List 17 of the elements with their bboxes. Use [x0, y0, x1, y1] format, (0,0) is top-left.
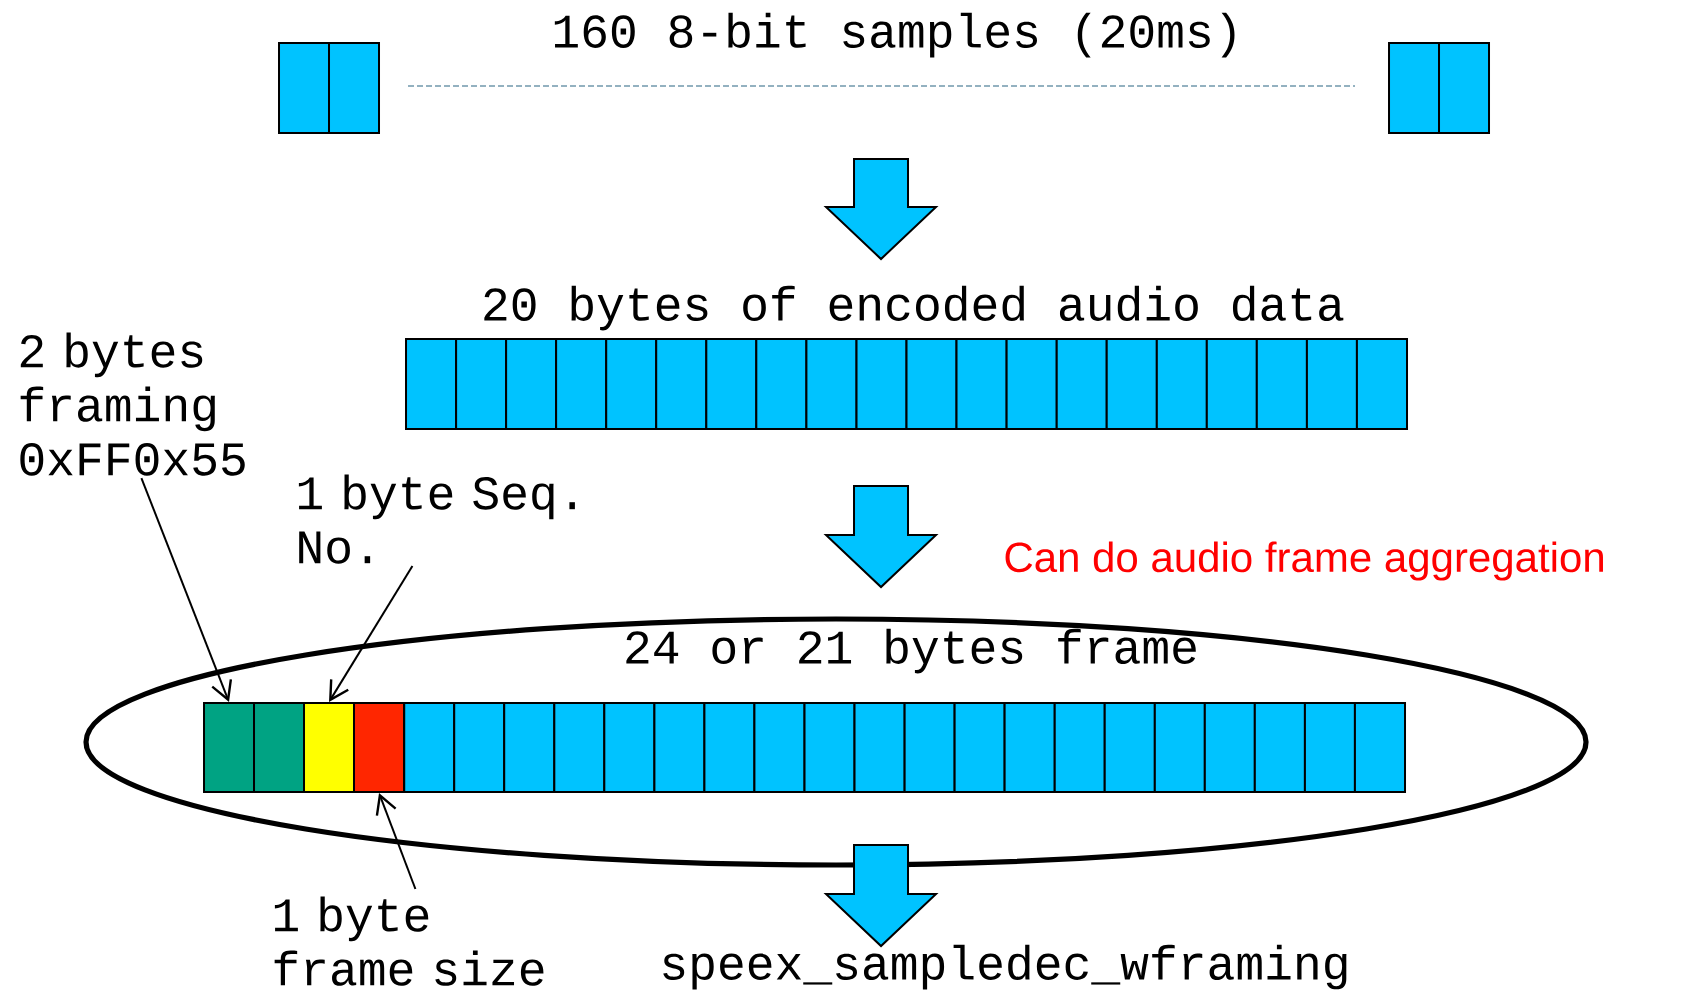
annotation-text: 1 byte frame size — [274, 896, 544, 986]
block-arrow — [823, 158, 939, 261]
leader-line — [140, 477, 233, 702]
byte-cell — [353, 702, 405, 793]
byte-cell — [303, 702, 355, 793]
leader-line — [329, 565, 414, 702]
heading-text: 20 bytes of encoded audio data — [484, 285, 1344, 331]
byte-cell — [203, 702, 255, 793]
annotation-text: 1 byte Seq. No. — [298, 474, 575, 564]
block-arrow — [823, 485, 939, 589]
block-arrow — [823, 844, 939, 948]
byte-cell — [253, 702, 305, 793]
note-text: Can do audio frame aggregation — [1005, 541, 1603, 581]
function-name: speex_sampledec_wframing — [663, 944, 1347, 990]
annotation-text: 2 bytes framing 0xFF0x55 — [20, 332, 245, 476]
leader-line — [375, 793, 417, 890]
heading-text: 160 8-bit samples (20ms) — [554, 12, 1235, 58]
